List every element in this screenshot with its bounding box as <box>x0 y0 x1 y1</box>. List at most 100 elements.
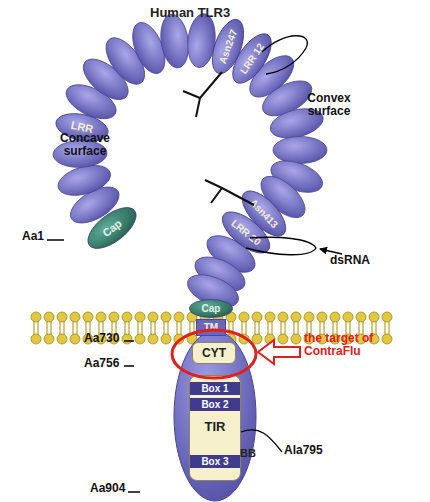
lipid-tail <box>167 321 168 335</box>
lipid-tail <box>59 321 60 335</box>
leader-line <box>124 340 134 342</box>
lipid-head <box>382 334 392 344</box>
target-arrow <box>258 340 300 364</box>
glycan-symbol <box>183 72 222 117</box>
lrr-horseshoe <box>53 12 327 313</box>
lipid-head <box>31 334 41 344</box>
lipid-head <box>44 312 54 322</box>
node-label: Box 1 <box>201 384 228 394</box>
cap-domain: Cap <box>189 299 233 318</box>
lrr-segment <box>267 155 327 199</box>
lipid-tail <box>50 321 51 335</box>
lipid-head <box>278 334 288 344</box>
lipid-head <box>330 312 340 322</box>
box-band: Box 2 <box>190 398 240 411</box>
lipid-head <box>356 312 366 322</box>
node-shape <box>216 204 277 260</box>
node-label: Box 3 <box>201 457 228 467</box>
node-label: TIR <box>190 420 240 433</box>
lipid-head <box>174 312 184 322</box>
cyt-box: CYT <box>192 342 236 364</box>
box-band: Box 3 <box>190 455 240 468</box>
residue-number: Aa730 <box>84 332 119 345</box>
node-label: Box 2 <box>201 400 228 410</box>
lipid-head <box>369 312 379 322</box>
ligand-label: dsRNA <box>330 254 370 267</box>
transmembrane-box: TM <box>196 319 226 336</box>
lipid-tail <box>388 321 389 335</box>
leader-line <box>124 365 134 367</box>
lipid-head <box>148 312 158 322</box>
lipid-tail <box>267 321 268 335</box>
lipid-tail <box>150 321 151 335</box>
lipid-head <box>148 334 158 344</box>
lrr-segment <box>76 52 135 107</box>
lipid-tail <box>46 321 47 335</box>
lipid-tail <box>284 321 285 335</box>
lipid-tail <box>293 321 294 335</box>
leader-line <box>128 491 140 493</box>
lipid-tail <box>154 321 155 335</box>
lipid-tail <box>176 321 177 335</box>
lipid-head <box>109 312 119 322</box>
lipid-tail <box>72 321 73 335</box>
lipid-tail <box>76 321 77 335</box>
node-shape <box>225 28 278 90</box>
lrr20-loop <box>246 237 316 254</box>
lipid-tail <box>180 321 181 335</box>
lipid-tail <box>254 321 255 335</box>
surface-label: Convex surface <box>298 92 360 118</box>
target-circle <box>172 330 256 378</box>
target-note: the target of ContraFlu <box>304 332 384 358</box>
lipid-tail <box>258 321 259 335</box>
lipid-tail <box>384 321 385 335</box>
node-label: CYT <box>202 347 226 359</box>
lipid-head <box>252 312 262 322</box>
lrr-segment <box>99 31 153 91</box>
leader-line <box>47 239 64 241</box>
lipid-tail <box>193 321 194 335</box>
residue-number: Aa756 <box>84 357 119 370</box>
lipid-tail <box>241 321 242 335</box>
surface-label: Concave surface <box>52 132 118 158</box>
lipid-head <box>70 334 80 344</box>
lipid-tail <box>189 321 190 335</box>
lipid-tail <box>232 321 233 335</box>
lipid-head <box>304 312 314 322</box>
lipid-head <box>96 312 106 322</box>
lipid-head <box>70 312 80 322</box>
lipid-head <box>135 312 145 322</box>
bb-label: BB <box>240 447 256 459</box>
lipid-head <box>239 312 249 322</box>
lipid-head <box>265 312 275 322</box>
lipid-head <box>343 312 353 322</box>
lipid-head <box>317 312 327 322</box>
residue-number: Aa1 <box>22 230 44 243</box>
lipid-head <box>278 312 288 322</box>
node-shape <box>190 300 233 318</box>
lrr12-loop <box>262 36 307 74</box>
lipid-tail <box>63 321 64 335</box>
lrr-segment <box>55 160 114 201</box>
lipid-tail <box>228 321 229 335</box>
lipid-head <box>161 334 171 344</box>
cap-domain: Cap <box>81 199 144 257</box>
lrr-segment <box>190 250 250 298</box>
node-shape <box>81 200 143 256</box>
lipid-head <box>83 312 93 322</box>
diagram-title: Human TLR3 <box>150 6 230 20</box>
glycan-symbol <box>205 180 254 205</box>
lipid-tail <box>280 321 281 335</box>
node-label: Cap <box>202 304 221 314</box>
lipid-tail <box>124 321 125 335</box>
lipid-tail <box>37 321 38 335</box>
lipid-head <box>291 334 301 344</box>
residue-number: Ala795 <box>284 444 323 457</box>
lipid-tail <box>33 321 34 335</box>
lipid-head <box>239 334 249 344</box>
lipid-head <box>252 334 262 344</box>
lipid-head <box>31 312 41 322</box>
